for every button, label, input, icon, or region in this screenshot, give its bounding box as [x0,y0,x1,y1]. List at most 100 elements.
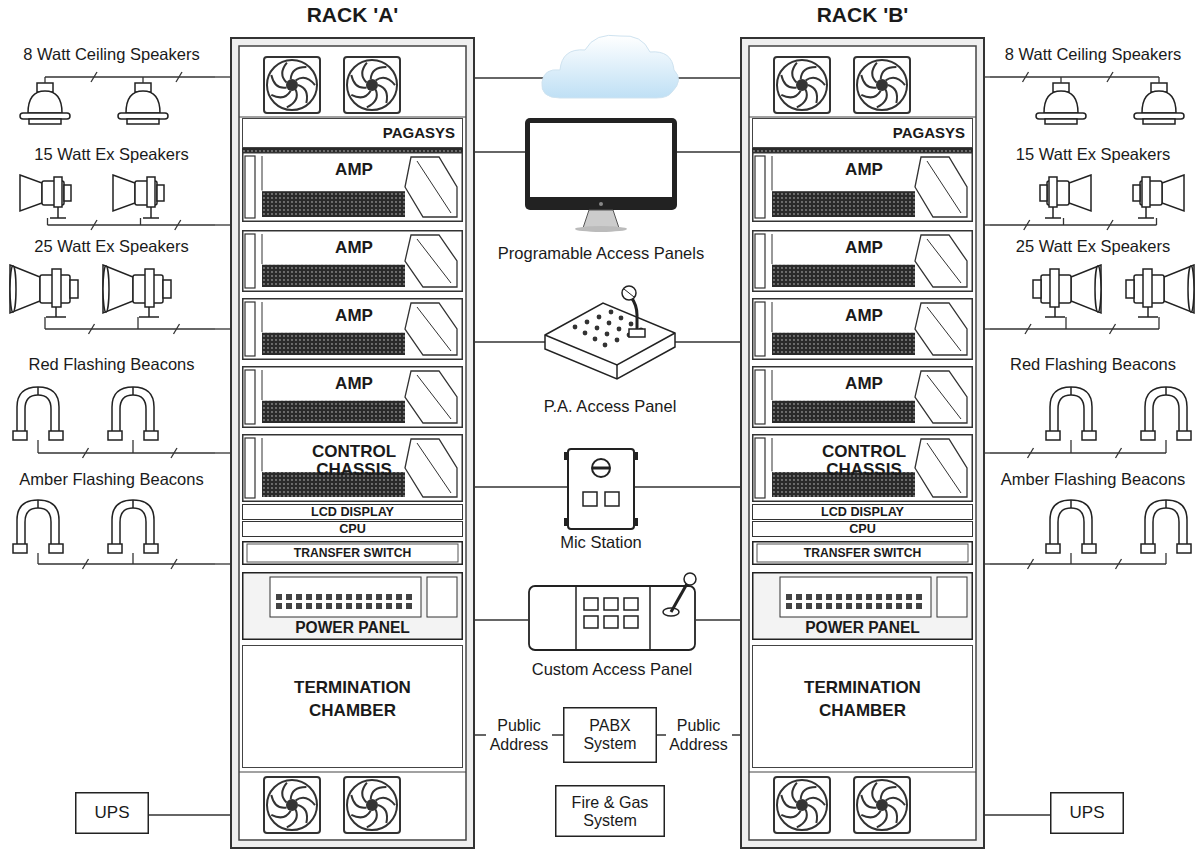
device-label: P.A. Access Panel [544,397,677,416]
amplifier-module: AMP [242,230,463,292]
system-box: Fire & Gas System [555,785,665,837]
connector-line [215,224,230,225]
box-label: LCD DISPLAY [242,504,463,520]
box-label: CONTROL CHASSIS [294,443,414,479]
box-label: TERMINATION CHAMBER [770,677,955,723]
equipment-rack: RACK 'B'PAGASYSAMPAMPAMPAMPCONTROL CHASS… [740,37,985,849]
box-label: POWER PANEL [752,619,973,637]
device-label: Red Flashing Beacons [984,355,1201,374]
box-label: LCD DISPLAY [752,504,973,520]
device-label: Mic Station [560,533,642,552]
equipment-rack: RACK 'A'PAGASYSAMPAMPAMPAMPCONTROL CHASS… [230,37,475,849]
termination-chamber: TERMINATION CHAMBER [752,645,973,768]
connector-line [215,452,230,453]
cloud-icon [542,35,679,98]
connector-line [677,151,740,152]
device-label: Red Flashing Beacons [2,355,221,374]
amplifier-module: AMP [242,298,463,360]
device-label: Amber Flashing Beacons [2,470,221,489]
box-label: AMP [804,307,924,325]
connector-label: Public Address [486,715,552,755]
rack-heading: RACK 'A' [230,3,475,27]
box-label: TRANSFER SWITCH [752,541,973,565]
rack-strip: CPU [242,521,463,537]
connector-line [149,814,230,815]
amplifier-module: AMP [752,298,973,360]
box-label: AMP [294,239,414,257]
field-device-group: 15 Watt Ex Speakers [990,145,1196,235]
box-label: CPU [752,521,973,537]
amplifier-module: AMP [242,366,463,428]
box-label: CONTROL CHASSIS [804,443,924,479]
brand-band: PAGASYS [752,118,973,148]
connector-line [675,341,740,342]
field-device-group: 25 Watt Ex Speakers [8,237,215,337]
rack-strip: LCD DISPLAY [752,504,973,520]
access-device: Programable Access Panels [525,118,677,233]
field-device-group: Amber Flashing Beacons [990,470,1196,570]
rack-strip: LCD DISPLAY [242,504,463,520]
device-label: 25 Watt Ex Speakers [2,237,221,256]
box-label: PAGASYS [893,118,965,148]
system-box: PABX System [563,707,657,763]
box-label: AMP [294,375,414,393]
connector-line [985,814,1050,815]
access-device: P.A. Access Panel [545,285,675,380]
brand-band: PAGASYS [242,118,463,148]
field-device-group: 8 Watt Ceiling Speakers [8,45,215,137]
rack-heading: RACK 'B' [740,3,985,27]
field-device-group: 15 Watt Ex Speakers [8,145,215,235]
node-illustration [525,118,677,233]
connector-line [985,563,990,564]
transfer-switch: TRANSFER SWITCH [752,541,973,565]
connector-line [985,452,990,453]
field-device-group: 25 Watt Ex Speakers [990,237,1196,337]
system-box: UPS [1050,792,1124,834]
field-device-group: 8 Watt Ceiling Speakers [990,45,1196,137]
device-label: Amber Flashing Beacons [984,470,1201,489]
amplifier-module: AMP [752,230,973,292]
connector-line [475,486,567,487]
field-device-group: Red Flashing Beacons [8,355,215,460]
amplifier-module: CONTROL CHASSIS [242,434,463,502]
amplifier-module: CONTROL CHASSIS [752,434,973,502]
box-label: UPS [1066,803,1109,823]
system-box: UPS [75,792,149,834]
transfer-switch: TRANSFER SWITCH [242,541,463,565]
device-label: 8 Watt Ceiling Speakers [984,45,1201,64]
box-label: PAGASYS [383,118,455,148]
device-label: Custom Access Panel [532,660,693,679]
amplifier-module: AMP [752,366,973,428]
box-label: AMP [804,239,924,257]
amplifier-module: AMP [752,152,973,222]
power-panel: POWER PANEL [752,572,973,640]
box-label: UPS [91,803,134,823]
connector-line [215,76,230,77]
amplifier-module: AMP [242,152,463,222]
rack-strip: CPU [752,521,973,537]
connector-line [696,619,740,620]
field-device-group: Red Flashing Beacons [990,355,1196,460]
connector-line [215,328,230,329]
connector-line [985,328,990,329]
connector-line [985,224,990,225]
device-label: 25 Watt Ex Speakers [984,237,1201,256]
power-panel: POWER PANEL [242,572,463,640]
node-illustration [567,448,635,530]
access-device: Mic Station [567,448,635,530]
box-label: PABX System [563,717,657,754]
box-label: CPU [242,521,463,537]
node-illustration [545,285,675,380]
connector-line [475,341,545,342]
device-label: 15 Watt Ex Speakers [2,145,221,164]
box-label: TRANSFER SWITCH [242,541,463,565]
box-label: AMP [804,161,924,179]
box-label: AMP [294,161,414,179]
box-label: POWER PANEL [242,619,463,637]
access-device: Custom Access Panel [528,572,696,655]
box-label: TERMINATION CHAMBER [260,677,445,723]
box-label: AMP [294,307,414,325]
termination-chamber: TERMINATION CHAMBER [242,645,463,768]
connector-line [985,76,990,77]
